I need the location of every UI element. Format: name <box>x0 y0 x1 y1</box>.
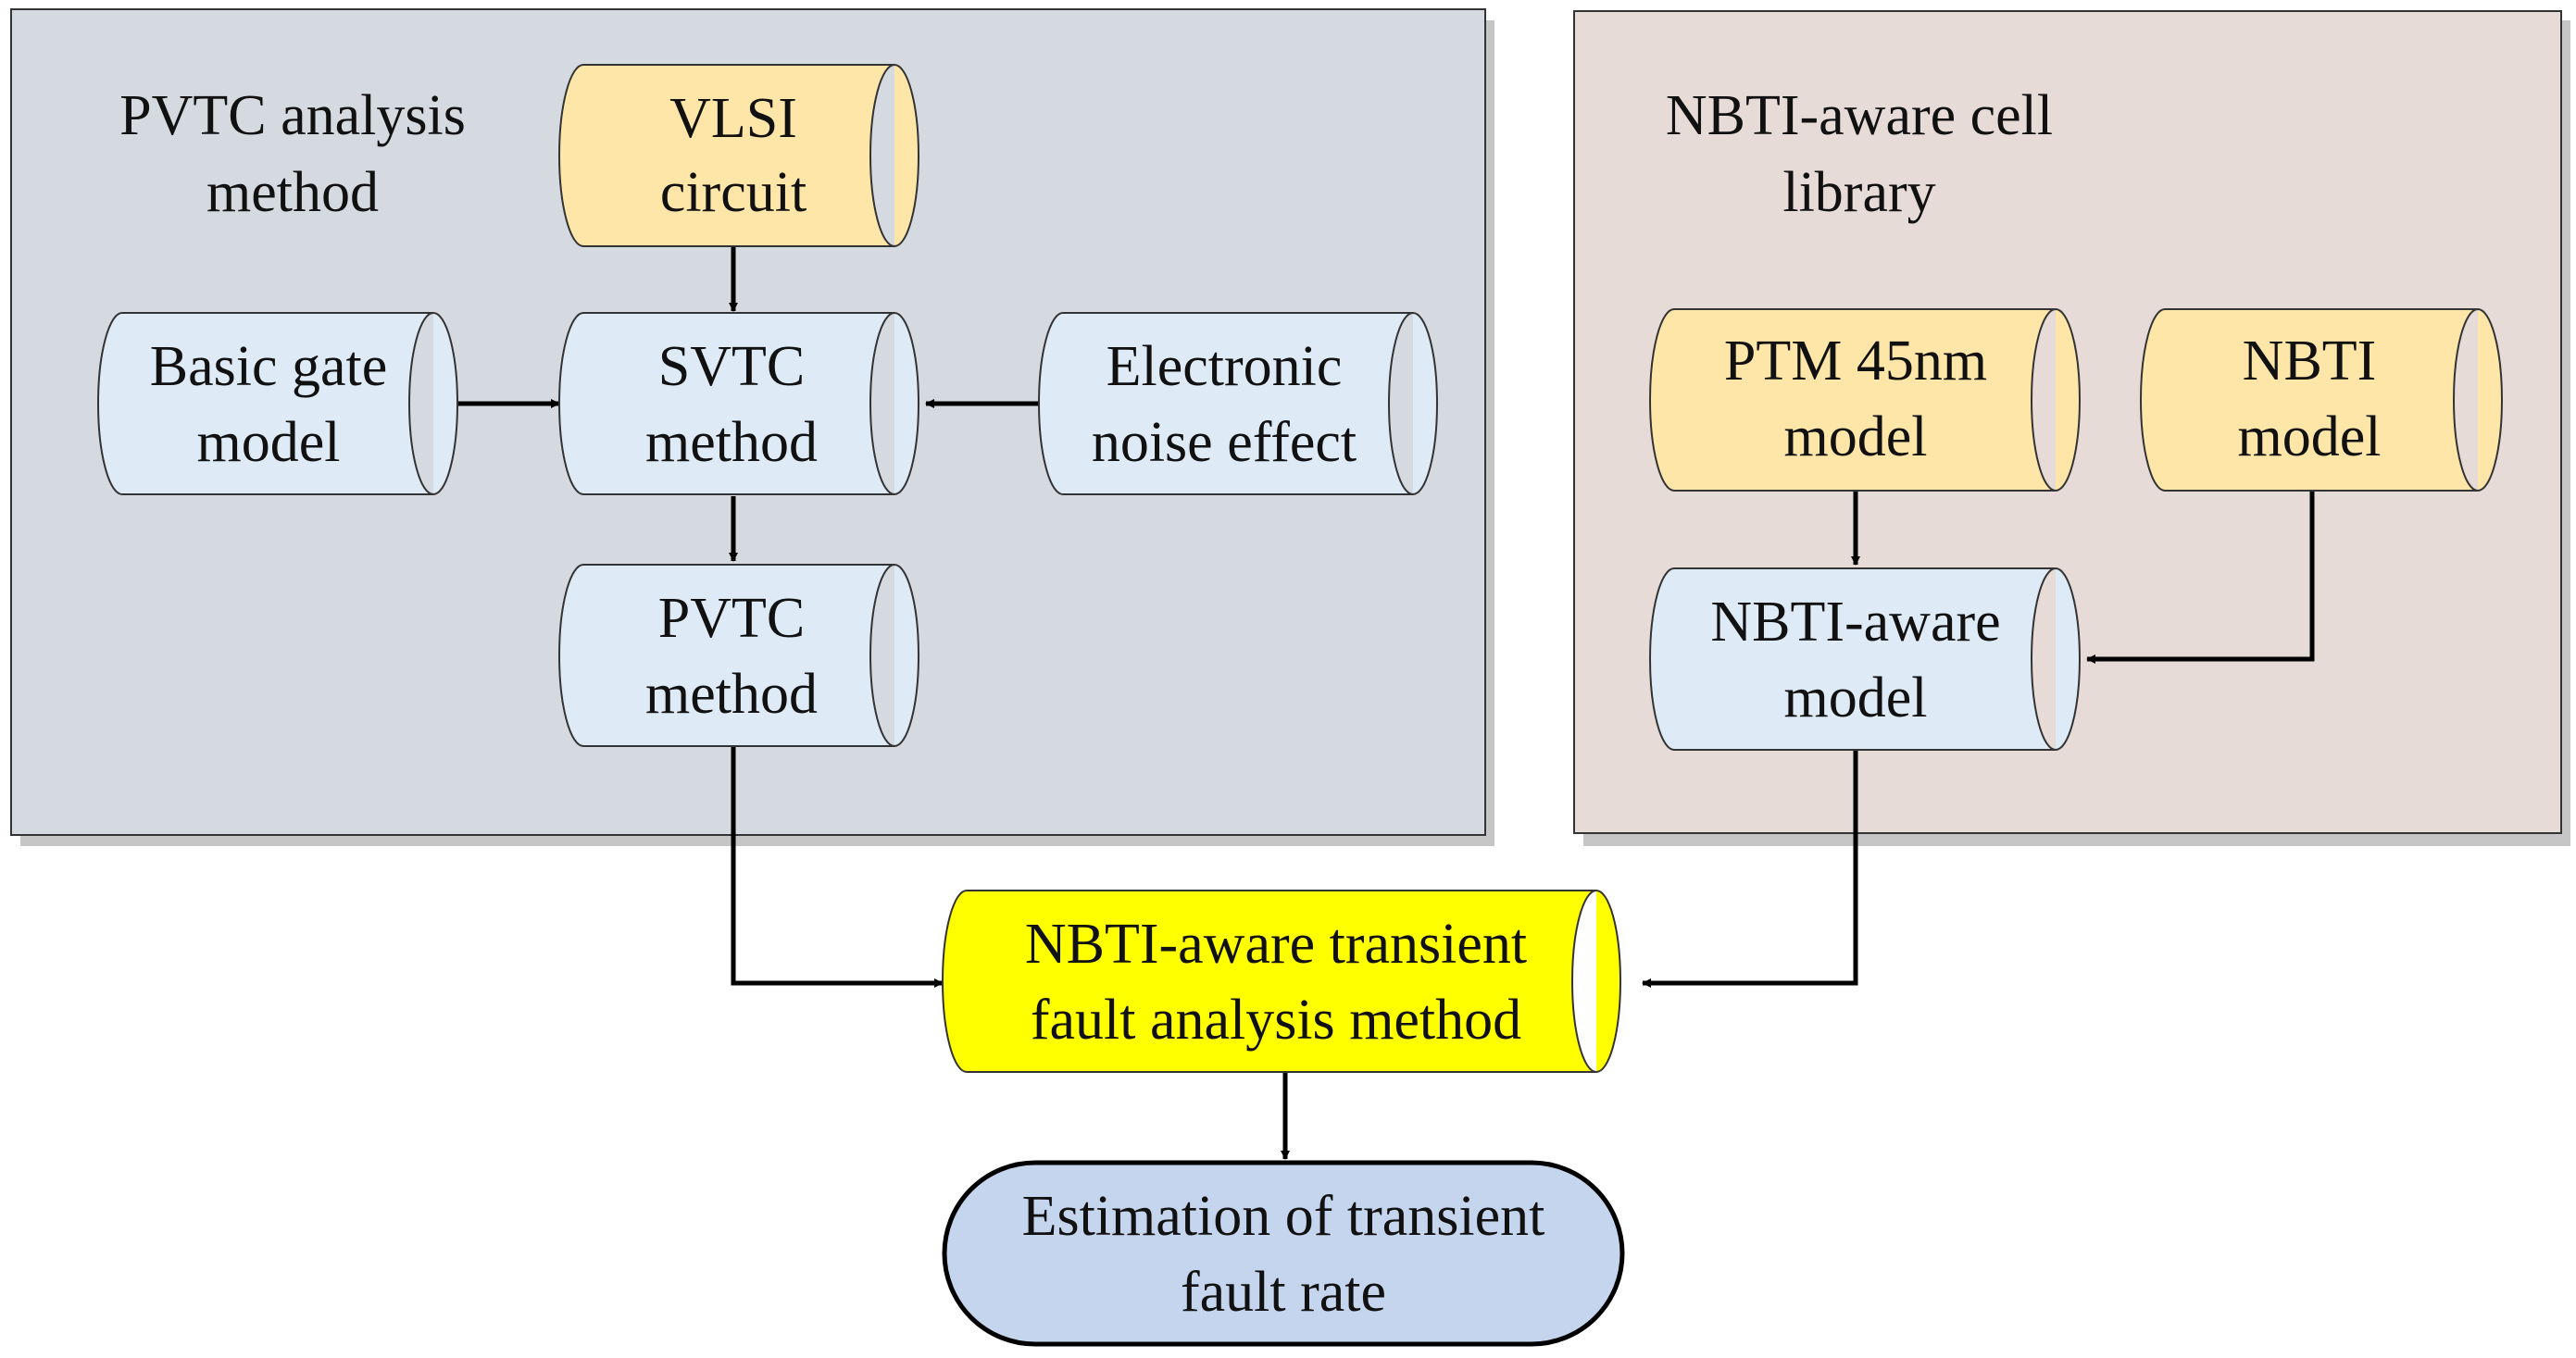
electronic-noise-label-line1: Electronic <box>1107 335 1343 398</box>
basic-gate-model-label-line1: Basic gate <box>150 335 388 398</box>
ptm-model-label-line2: model <box>1784 405 1928 468</box>
transient-analysis-shape <box>942 890 1621 1073</box>
nbti-aware-model-shape <box>1649 567 2081 751</box>
pvtc-method-label-line2: method <box>645 663 818 726</box>
electronic-noise-label-line2: noise effect <box>1092 411 1357 474</box>
node-ptm-45nm-model: PTM 45nm model <box>1649 308 2081 492</box>
electronic-noise-shape <box>1038 312 1438 495</box>
nbti-aware-model-label-line2: model <box>1784 667 1928 729</box>
panel-pvtc-title-line1: PVTC analysis <box>119 84 466 147</box>
svtc-method-label-line2: method <box>645 411 818 474</box>
node-pvtc-method: PVTC method <box>558 564 919 747</box>
arrow-pvtc-to-transient <box>731 745 944 988</box>
node-nbti-aware-model: NBTI-aware model <box>1649 567 2081 751</box>
arrow-nbti-to-nbtiaware <box>2086 491 2315 664</box>
vlsi-circuit-label-line1: VLSI <box>669 87 797 150</box>
estimation-label-line2: fault rate <box>1181 1261 1386 1324</box>
nbti-model-label-line1: NBTI <box>2243 330 2377 392</box>
estimation-shape <box>942 1160 1625 1347</box>
svtc-method-label-line1: SVTC <box>658 335 805 398</box>
ptm-model-shape <box>1649 308 2081 492</box>
connectors <box>435 246 2315 1160</box>
node-nbti-aware-transient-fault-analysis: NBTI-aware transient fault analysis meth… <box>942 890 1621 1073</box>
vlsi-circuit-shape <box>558 64 919 247</box>
transient-analysis-label-line2: fault analysis method <box>1031 989 1521 1052</box>
panel-nbti-title-line2: library <box>1782 161 1935 224</box>
panel-nbti-title-line1: NBTI-aware cell <box>1666 84 2053 147</box>
arrow-nbtiaware-to-transient <box>1642 748 1858 988</box>
nbti-aware-model-label-line1: NBTI-aware <box>1710 591 2000 654</box>
estimation-label-line1: Estimation of transient <box>1022 1185 1545 1248</box>
panel-pvtc-title-line2: method <box>206 161 379 224</box>
pvtc-method-shape <box>558 564 919 747</box>
vlsi-circuit-label-line2: circuit <box>660 161 807 224</box>
transient-analysis-label-line1: NBTI-aware transient <box>1025 913 1527 976</box>
node-estimation-of-transient-fault-rate: Estimation of transient fault rate <box>942 1160 1625 1347</box>
node-nbti-model: NBTI model <box>2140 308 2503 492</box>
ptm-model-label-line1: PTM 45nm <box>1724 330 1987 392</box>
nbti-model-label-line2: model <box>2238 405 2382 468</box>
node-vlsi-circuit: VLSI circuit <box>558 64 919 247</box>
node-basic-gate-model: Basic gate model <box>97 312 458 495</box>
basic-gate-model-shape <box>97 312 458 495</box>
svtc-method-shape <box>558 312 919 495</box>
node-svtc-method: SVTC method <box>558 312 919 495</box>
pvtc-method-label-line1: PVTC <box>658 587 805 650</box>
basic-gate-model-label-line2: model <box>197 411 341 474</box>
node-electronic-noise-effect: Electronic noise effect <box>1038 312 1438 495</box>
nbti-model-shape <box>2140 308 2503 492</box>
